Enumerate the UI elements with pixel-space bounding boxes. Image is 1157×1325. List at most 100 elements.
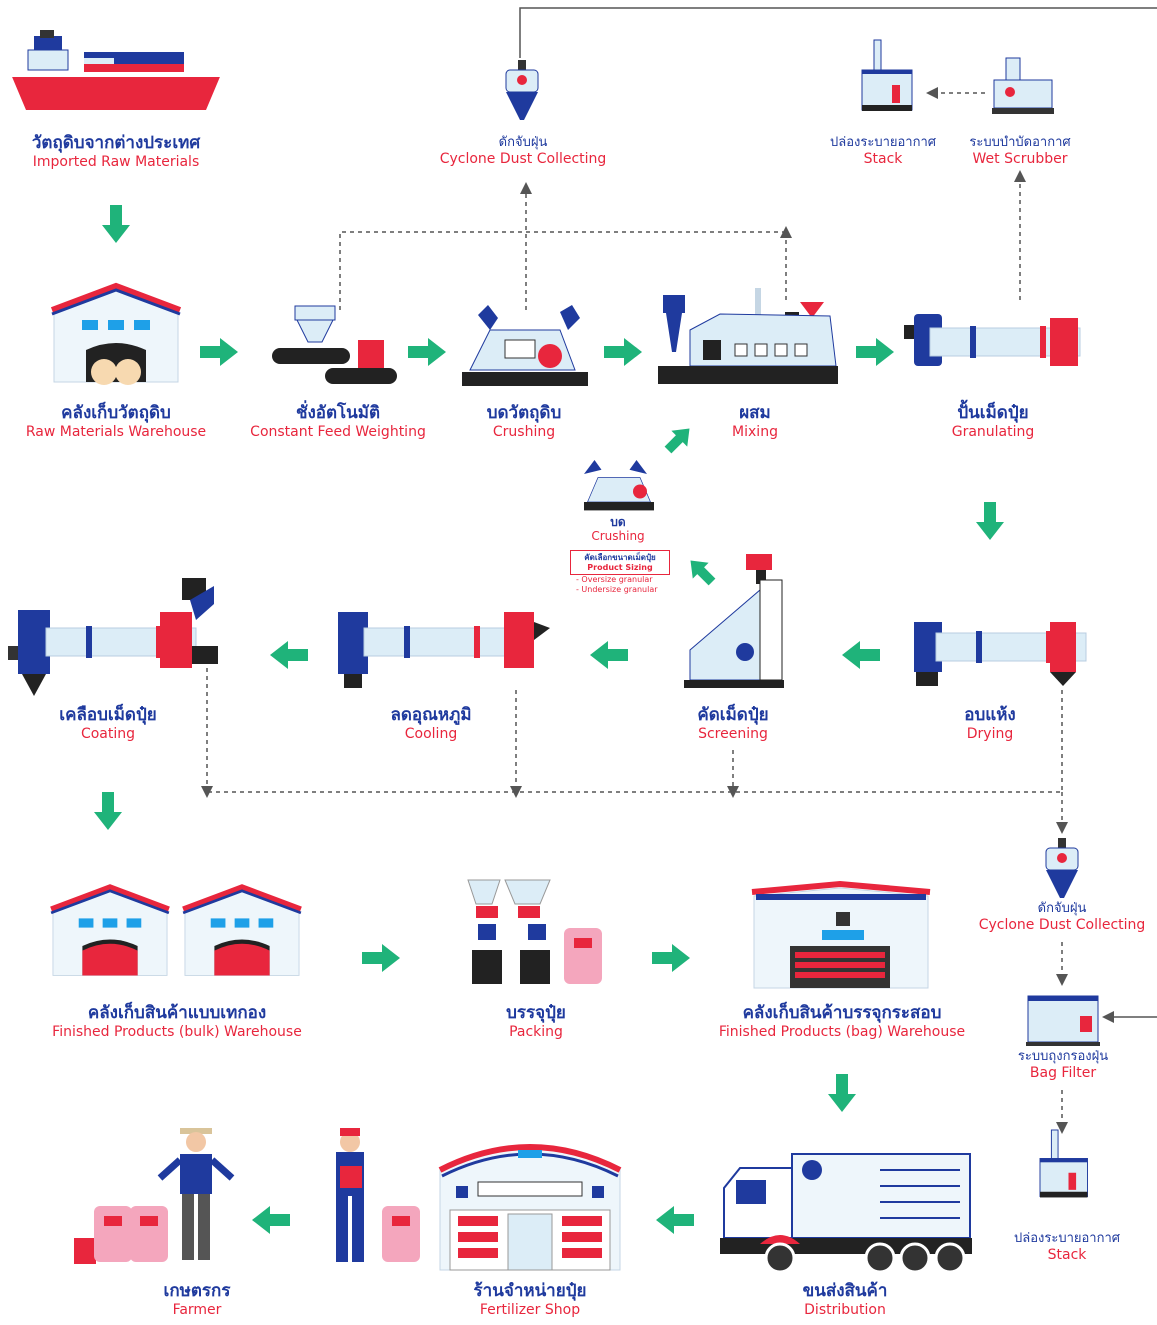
label-en: Cyclone Dust Collecting bbox=[439, 150, 607, 167]
small-crusher-icon bbox=[584, 460, 654, 511]
label-th: บด bbox=[610, 515, 626, 529]
label-en: Raw Materials Warehouse bbox=[25, 423, 207, 440]
rotary-drum-icon bbox=[904, 314, 1081, 366]
bag-filter-icon bbox=[1026, 995, 1100, 1046]
label-en: Farmer bbox=[172, 1301, 222, 1318]
sizing-item: - Undersize granular bbox=[576, 584, 658, 594]
label-th: ชั่งอัตโนมัติ bbox=[295, 403, 381, 423]
dryer-drum-icon bbox=[914, 622, 1087, 686]
exhaust-flow-lines bbox=[201, 87, 1068, 1134]
label-en: Fertilizer Shop bbox=[479, 1301, 581, 1318]
ship-icon bbox=[10, 30, 222, 110]
label-en: Constant Feed Weighting bbox=[250, 423, 426, 440]
label-en: Granulating bbox=[951, 423, 1035, 440]
screen-icon bbox=[684, 554, 784, 688]
cyclone-icon bbox=[505, 59, 539, 121]
label-th: เกษตรกร bbox=[163, 1281, 231, 1301]
label-th: ปล่องระบายอากาศ bbox=[1013, 1231, 1121, 1246]
label-th: ดักจับฝุ่น bbox=[498, 135, 548, 150]
stack-icon-bottom bbox=[1039, 1129, 1088, 1198]
sizing-item: - Oversize granular bbox=[576, 575, 653, 585]
return-air-lines bbox=[519, 7, 1157, 1023]
sizing-th: คัดเลือกขนาดเม็ดปุ๋ย bbox=[584, 553, 656, 562]
label-th: คัดเม็ดปุ๋ย bbox=[697, 705, 769, 725]
shop-icon bbox=[438, 1144, 622, 1271]
coater-drum-icon bbox=[8, 578, 218, 696]
label-th: ปล่องระบายอากาศ bbox=[829, 135, 937, 150]
label-th: ร้านจำหน่ายปุ๋ย bbox=[473, 1281, 587, 1301]
label-th: อบแห้ง bbox=[964, 705, 1016, 725]
truck-icon bbox=[720, 1153, 972, 1274]
bag-warehouse-icon bbox=[751, 880, 931, 989]
label-en: Finished Products (bag) Warehouse bbox=[718, 1023, 966, 1040]
step-weighting: ชั่งอัตโนมัติConstant Feed Weighting bbox=[250, 403, 426, 440]
label-th: คลังเก็บสินค้าแบบเทกอง bbox=[87, 1003, 267, 1023]
step-cooling: ลดอุณหภูมิCooling bbox=[390, 705, 472, 742]
label-th: ปั้นเม็ดปุ๋ย bbox=[957, 403, 1029, 423]
label-en: Drying bbox=[966, 725, 1014, 742]
label-en: Wet Scrubber bbox=[972, 150, 1068, 167]
cooler-drum-icon bbox=[338, 612, 550, 688]
label-en: Crushing bbox=[492, 423, 556, 440]
stack-icon bbox=[861, 39, 913, 112]
label-en: Imported Raw Materials bbox=[32, 153, 200, 170]
weigh-feeder-icon bbox=[272, 305, 397, 384]
label-th: ลดอุณหภูมิ bbox=[390, 705, 472, 725]
label-en: Cyclone Dust Collecting bbox=[978, 916, 1146, 933]
label-th: คลังเก็บสินค้าบรรจุกระสอบ bbox=[742, 1003, 942, 1023]
label-en: Bag Filter bbox=[1029, 1064, 1097, 1081]
label-th: บรรจุปุ๋ย bbox=[506, 1003, 566, 1023]
label-en: Coating bbox=[80, 725, 136, 742]
sizing-en: Product Sizing bbox=[587, 562, 653, 572]
label-th: ระบบถุงกรองฝุ่น bbox=[1017, 1049, 1109, 1064]
label-en: Mixing bbox=[732, 423, 778, 440]
label-en: Stack bbox=[1047, 1246, 1087, 1263]
mixer-icon bbox=[658, 288, 838, 384]
label-th: ขนส่งสินค้า bbox=[802, 1281, 888, 1301]
label-th: ดักจับฝุ่น bbox=[1037, 901, 1087, 916]
packing-icon bbox=[467, 879, 602, 984]
cyclone-icon-right bbox=[1045, 837, 1079, 899]
bulk-warehouse-icon bbox=[51, 887, 301, 975]
label-th: บดวัตถุดิบ bbox=[486, 403, 562, 423]
farmer-icon bbox=[74, 1128, 235, 1264]
shopkeeper-icon bbox=[336, 1128, 420, 1262]
crusher-icon bbox=[462, 305, 588, 386]
label-th: ระบบบำบัดอากาศ bbox=[969, 135, 1071, 150]
label-en: Screening bbox=[698, 725, 768, 742]
label-th: ผสม bbox=[739, 403, 771, 423]
label-en: Cooling bbox=[404, 725, 458, 742]
label-en: Crushing bbox=[591, 528, 645, 543]
label-en: Stack bbox=[863, 150, 903, 167]
label-th: เคลือบเม็ดปุ๋ย bbox=[59, 705, 157, 725]
label-th: วัตถุดิบจากต่างประเทศ bbox=[31, 133, 201, 153]
label-en: Finished Products (bulk) Warehouse bbox=[52, 1023, 302, 1040]
scrubber-icon bbox=[992, 57, 1054, 114]
label-en: Packing bbox=[509, 1023, 563, 1040]
warehouse-icon bbox=[52, 286, 180, 385]
label-th: คลังเก็บวัตถุดิบ bbox=[61, 403, 171, 423]
